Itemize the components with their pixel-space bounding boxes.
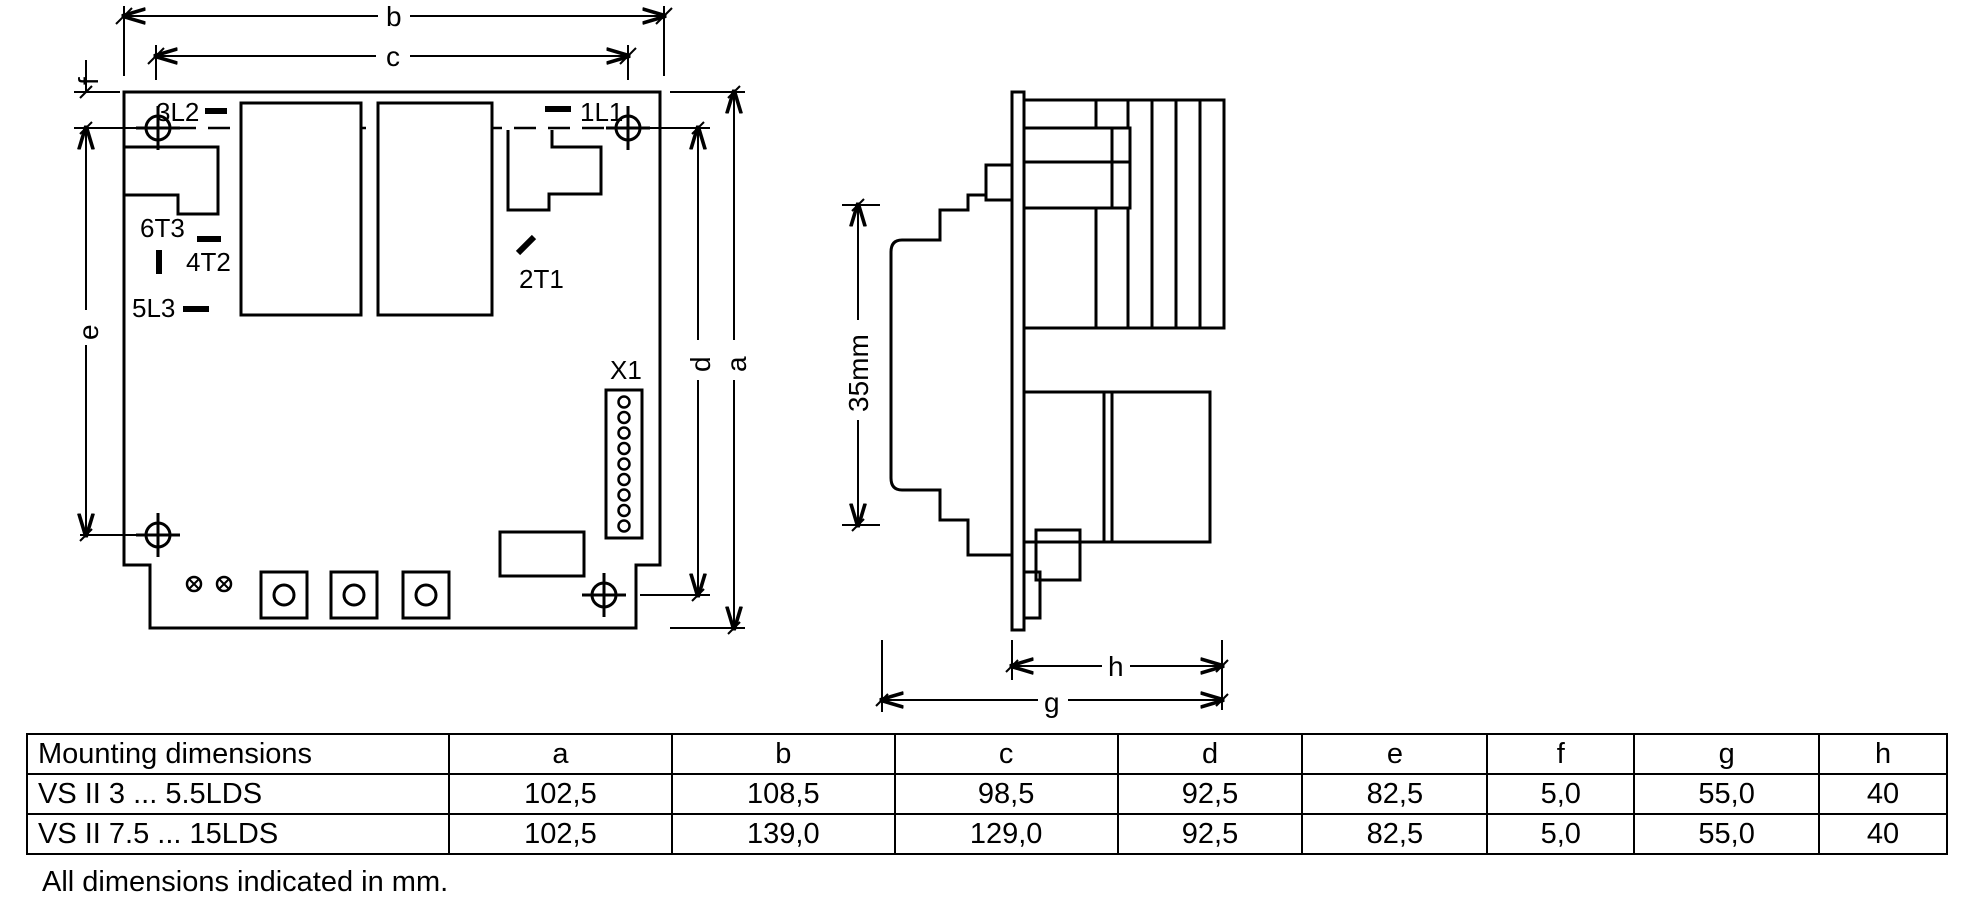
table-header-cell: b: [670, 733, 896, 775]
table-cell: 102,5: [448, 813, 673, 855]
units-note: All dimensions indicated in mm.: [42, 866, 449, 898]
table-row: VS II 7.5 ... 15LDS 102,5 139,0 129,0 92…: [26, 813, 1948, 855]
marker-2t1: [515, 234, 537, 256]
board-outline: [122, 90, 662, 630]
mounting-holes: [136, 106, 650, 617]
pcb-side: [1010, 90, 1026, 632]
table-cell: 40: [1818, 813, 1948, 855]
label-4t2: 4T2: [186, 247, 231, 277]
label-2t1: 2T1: [519, 264, 564, 294]
connector-x1: [604, 388, 644, 540]
side-dimensions: [842, 198, 1229, 712]
rail-width-label: 35mm: [843, 334, 874, 412]
table-row: VS II 3 ... 5.5LDS 102,5 108,5 98,5 92,5…: [26, 773, 1948, 815]
table-cell: VS II 7.5 ... 15LDS: [26, 813, 450, 855]
side-pin: [1022, 570, 1042, 620]
table-cell: 139,0: [670, 813, 896, 855]
label-6t3: 6T3: [140, 213, 185, 243]
marker-1l1: [545, 106, 571, 112]
dimension-drawing: 3L2 1L1 6T3 4T2 2T1 5L3 X1: [73, 1, 1229, 718]
connector-pins: [617, 395, 631, 533]
front-dimensions: [74, 6, 745, 635]
table-header-cell: g: [1633, 733, 1821, 775]
table-header-cell: Mounting dimensions: [26, 733, 450, 775]
table-header-cell: f: [1486, 733, 1636, 775]
relay-block-left: [239, 101, 363, 317]
table-cell: 129,0: [893, 813, 1119, 855]
table-cell: 92,5: [1116, 773, 1304, 815]
side-relay: [1022, 390, 1114, 544]
connector-pin: [617, 457, 631, 471]
marker-3l2: [205, 108, 227, 114]
table-cell: 5,0: [1486, 773, 1636, 815]
connector-pin: [617, 395, 631, 409]
potentiometer-2: [329, 570, 379, 620]
table-cell: 82,5: [1301, 773, 1489, 815]
front-dimension-labels: b c f e d a: [73, 1, 752, 372]
dim-label-a: a: [721, 356, 752, 372]
connector-pin: [617, 410, 631, 425]
terminal-labels: 3L2 1L1 6T3 4T2 2T1 5L3 X1: [132, 97, 642, 385]
label-3l2: 3L2: [156, 97, 199, 127]
dim-label-b: b: [386, 1, 402, 32]
relay-block-right: [376, 101, 494, 317]
potentiometer-3: [401, 570, 451, 620]
dim-label-d: d: [685, 356, 716, 372]
side-dimension-labels: 35mm h g: [843, 334, 1124, 718]
table-cell: 98,5: [893, 773, 1119, 815]
din-rail-profile: [889, 165, 1014, 565]
table-cell: 102,5: [448, 773, 673, 815]
table-header-cell: d: [1116, 733, 1304, 775]
connector-pin: [617, 519, 631, 533]
heatsink: [1022, 98, 1226, 330]
dim-label-f: f: [73, 77, 104, 85]
connector-pin: [617, 426, 631, 440]
terminal-markers: [156, 106, 571, 312]
terminal-block-right: [506, 130, 603, 212]
dim-label-c: c: [386, 41, 400, 72]
side-view: [889, 90, 1226, 632]
dim-label-h: h: [1108, 651, 1124, 682]
component-rect: [498, 530, 586, 578]
table-header-cell: a: [448, 733, 673, 775]
marker-5l3: [183, 306, 209, 312]
table-cell: 55,0: [1633, 813, 1821, 855]
dim-label-e: e: [73, 324, 104, 340]
table-cell: 108,5: [670, 773, 896, 815]
table-cell: 92,5: [1116, 813, 1304, 855]
table-header-row: Mounting dimensions a b c d e f g h: [26, 733, 1948, 775]
connector-pin: [617, 441, 631, 456]
table-header-cell: h: [1818, 733, 1948, 775]
dim-label-g: g: [1044, 687, 1060, 718]
dimensions-table: Mounting dimensions a b c d e f g h VS I…: [26, 733, 1948, 855]
table-cell: VS II 3 ... 5.5LDS: [26, 773, 450, 815]
table-cell: 82,5: [1301, 813, 1489, 855]
table-cell: 5,0: [1486, 813, 1636, 855]
table-cell: 40: [1818, 773, 1948, 815]
table-header-cell: c: [893, 733, 1119, 775]
connector-pin: [617, 472, 631, 487]
terminal-block-left: [124, 145, 220, 216]
side-terminal: [1034, 528, 1082, 582]
connector-pin: [617, 488, 631, 502]
label-x1: X1: [610, 355, 642, 385]
table-header-cell: e: [1301, 733, 1489, 775]
label-5l3: 5L3: [132, 293, 175, 323]
marker-4t2: [156, 250, 162, 274]
heatsink-bracket: [1022, 126, 1132, 210]
table-cell: 55,0: [1633, 773, 1821, 815]
marker-6t3: [197, 236, 221, 242]
connector-pin: [617, 503, 631, 518]
potentiometer-1: [259, 570, 309, 620]
label-1l1: 1L1: [580, 97, 623, 127]
side-relay-cover: [1102, 390, 1212, 544]
front-view: [122, 90, 662, 630]
